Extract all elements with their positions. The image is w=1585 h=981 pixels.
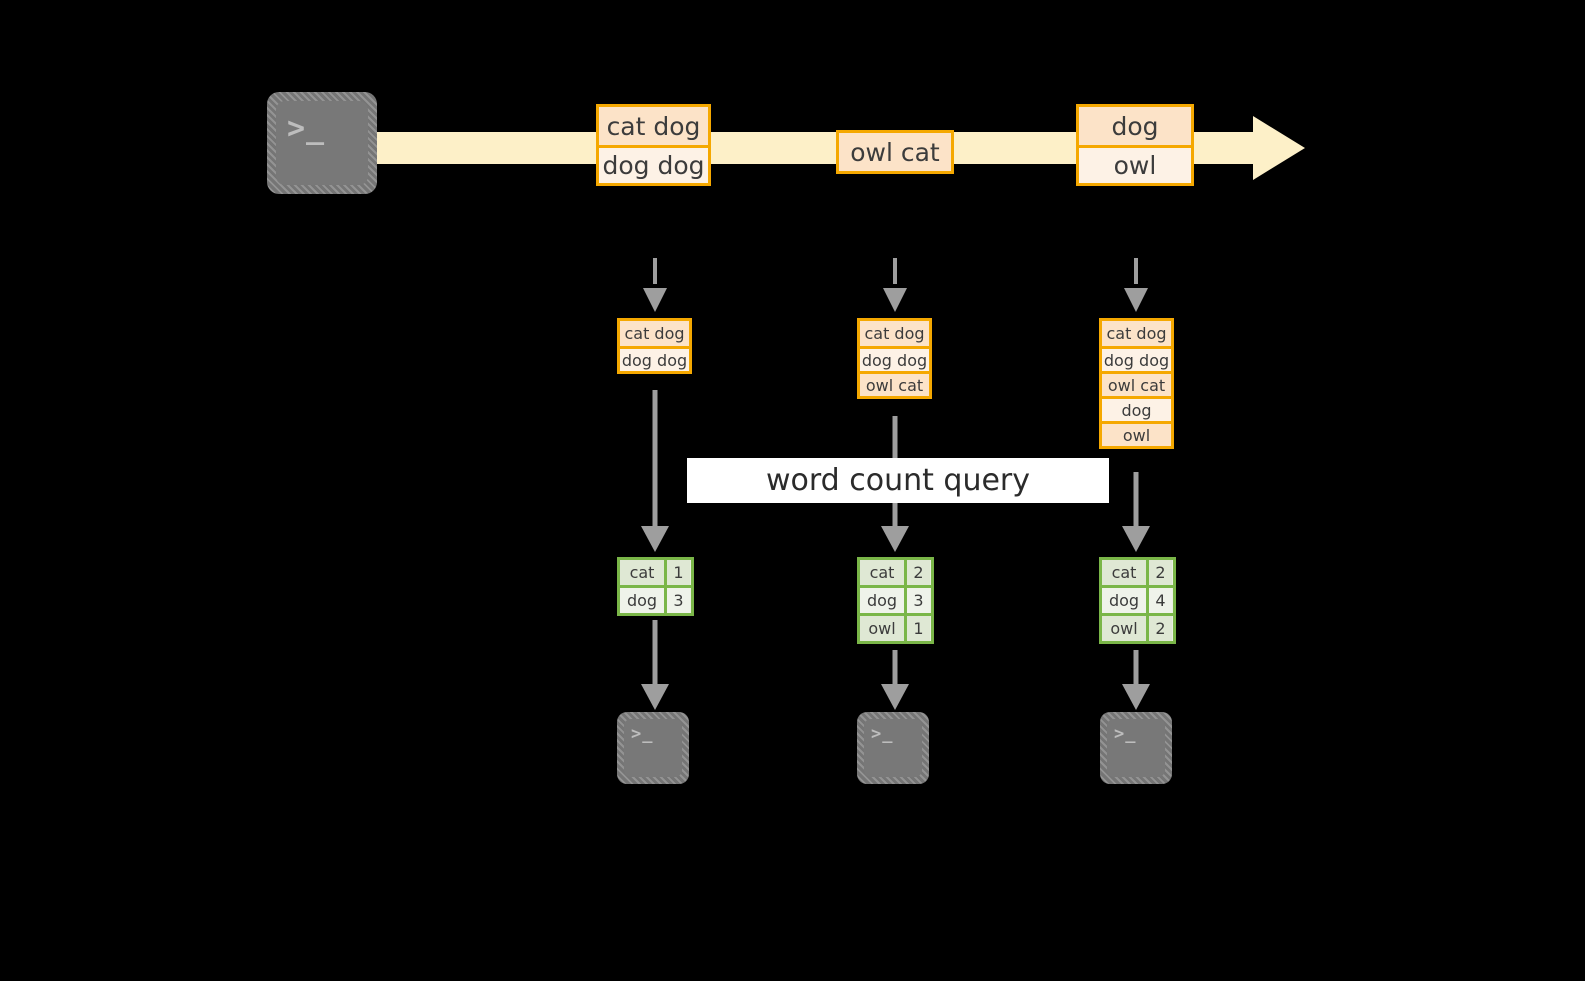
terminal-screen [1107,719,1165,777]
sink-terminal-icon: >_ [1100,712,1172,784]
table-row: cat 1 [620,560,691,585]
accumulated-record-line: cat dog [860,321,929,346]
accumulated-records-box: cat dog dog dog owl cat [857,318,932,399]
result-word: cat [1102,560,1146,585]
result-count: 4 [1146,588,1172,613]
result-word: owl [860,616,904,641]
result-count: 1 [904,616,930,641]
word-count-result-table: cat 2 dog 3 owl 1 [857,557,934,644]
table-row: dog 3 [860,585,931,613]
stream-record-line: owl [1079,145,1191,183]
terminal-screen [864,719,922,777]
word-count-result-table: cat 1 dog 3 [617,557,694,616]
result-word: dog [620,588,664,613]
stream-record-line: dog [1079,107,1191,145]
sink-terminal-icon: >_ [617,712,689,784]
stream-record-box: cat dog dog dog [596,104,711,186]
source-terminal-icon: >_ [267,92,377,194]
stream-record-line: cat dog [599,107,708,145]
result-word: dog [860,588,904,613]
table-row: dog 3 [620,585,691,613]
accumulated-record-line: dog dog [860,346,929,371]
table-row: cat 2 [860,560,931,585]
terminal-prompt-icon: >_ [871,724,894,744]
result-count: 3 [664,588,690,613]
terminal-prompt-icon: >_ [631,724,654,744]
accumulated-record-line: owl cat [860,371,929,396]
stream-record-line: owl cat [839,133,951,171]
terminal-screen [276,101,368,185]
result-count: 2 [1146,560,1172,585]
stream-record-box: dog owl [1076,104,1194,186]
accumulated-record-line: owl cat [1102,371,1171,396]
stream-record-line: dog dog [599,145,708,183]
result-word: dog [1102,588,1146,613]
accumulated-record-line: dog dog [620,346,689,371]
query-label-text: word count query [765,463,1031,498]
result-to-sink-connectors [652,620,1139,686]
accumulated-record-line: dog [1102,396,1171,421]
terminal-prompt-icon: >_ [287,111,326,146]
stream-to-accum-arrowheads [643,288,1148,312]
accumulated-record-line: dog dog [1102,346,1171,371]
result-count: 3 [904,588,930,613]
accumulated-records-box: cat dog dog dog [617,318,692,374]
word-count-result-table: cat 2 dog 4 owl 2 [1099,557,1176,644]
table-row: owl 1 [860,613,931,641]
accumulated-record-line: owl [1102,421,1171,446]
accumulated-record-line: cat dog [620,321,689,346]
stream-to-accum-connectors [653,258,1138,288]
sink-terminal-icon: >_ [857,712,929,784]
result-word: cat [860,560,904,585]
result-word: cat [620,560,664,585]
result-count: 2 [904,560,930,585]
result-count: 1 [664,560,690,585]
accumulated-records-box: cat dog dog dog owl cat dog owl [1099,318,1174,449]
stream-record-box: owl cat [836,130,954,174]
query-label-banner: word count query [687,458,1109,503]
table-row: cat 2 [1102,560,1173,585]
terminal-prompt-icon: >_ [1114,724,1137,744]
terminal-screen [624,719,682,777]
accumulated-record-line: cat dog [1102,321,1171,346]
table-row: dog 4 [1102,585,1173,613]
result-word: owl [1102,616,1146,641]
result-count: 2 [1146,616,1172,641]
table-row: owl 2 [1102,613,1173,641]
